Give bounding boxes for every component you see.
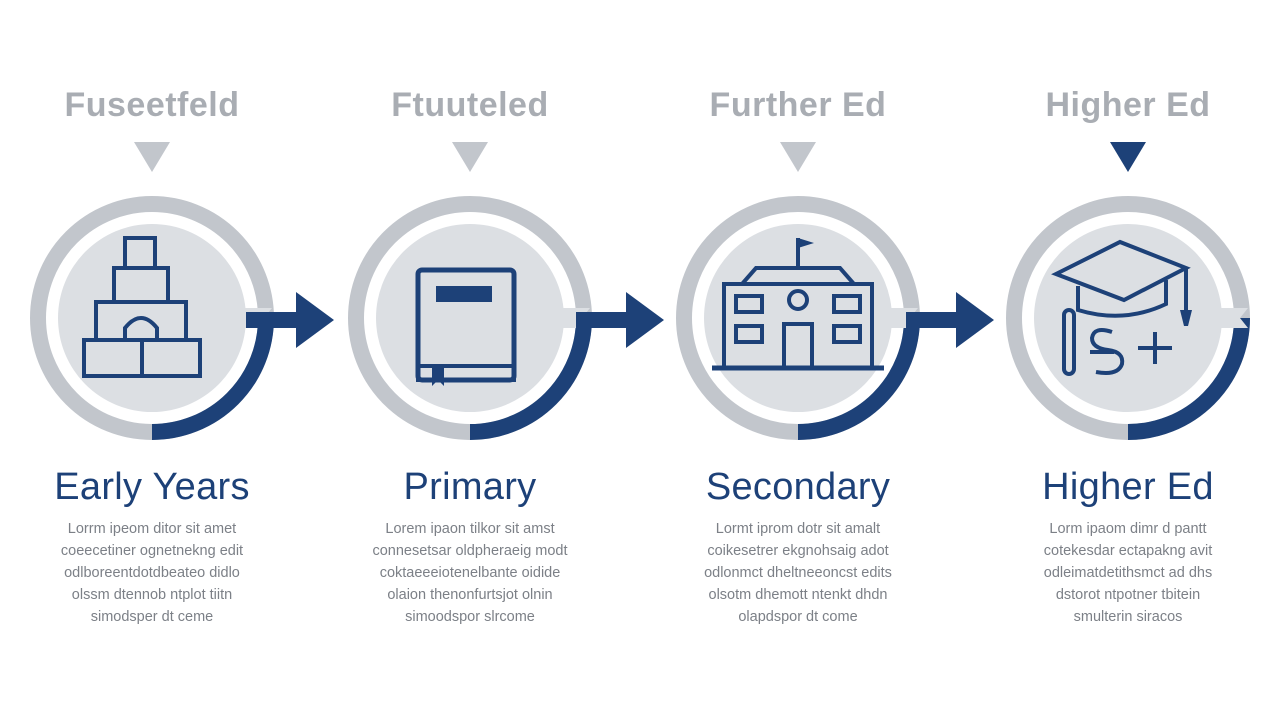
graduation-cap-icon: [1051, 239, 1192, 376]
stage-top-label: Fuseetfeld: [64, 86, 240, 124]
stage-title: Early Years: [54, 466, 250, 508]
stage-description: Lorm ipaom dimr d pantt cotekesdar ectap…: [1043, 521, 1213, 625]
stage-description: Lormt iprom dotr sit amalt coikesetrer e…: [704, 521, 892, 625]
stage-title: Higher Ed: [1042, 466, 1214, 508]
stage-ring: [348, 196, 592, 440]
stage-title: Primary: [403, 466, 537, 508]
stage-secondary: Further Ed Secondary Lor: [648, 0, 948, 720]
stage-description: Lorrm ipeom ditor sit amet coeecetiner o…: [60, 521, 244, 625]
down-pointer-icon: [452, 142, 488, 172]
down-pointer-icon: [134, 142, 170, 172]
stage-top-label: Higher Ed: [1045, 86, 1211, 124]
stage-title: Secondary: [705, 466, 891, 508]
book-icon: [415, 267, 517, 386]
stacked-blocks-icon: [82, 236, 202, 378]
stage-ring: [676, 196, 920, 440]
right-arrow-icon: [246, 292, 334, 348]
down-pointer-icon: [780, 142, 816, 172]
stage-top-label: Ftuuteled: [391, 86, 549, 124]
stage-early-years: Fuseetfeld Early Years Lorrm ipeom ditor…: [2, 0, 302, 720]
stage-ring: [1006, 196, 1250, 440]
stage-primary: Ftuuteled Primary Lorem ipaon tilkor sit…: [320, 0, 620, 720]
stage-top-label: Further Ed: [709, 86, 887, 124]
right-arrow-icon: [906, 292, 994, 348]
stage-description: Lorem ipaon tilkor sit amst connesetsar …: [372, 521, 568, 625]
right-arrow-icon: [576, 292, 664, 348]
down-pointer-icon: [1110, 142, 1146, 172]
school-building-icon: [712, 238, 884, 371]
stage-higher-ed: Higher Ed Higher Ed Lorm ipaom dimr d pa…: [978, 0, 1278, 720]
